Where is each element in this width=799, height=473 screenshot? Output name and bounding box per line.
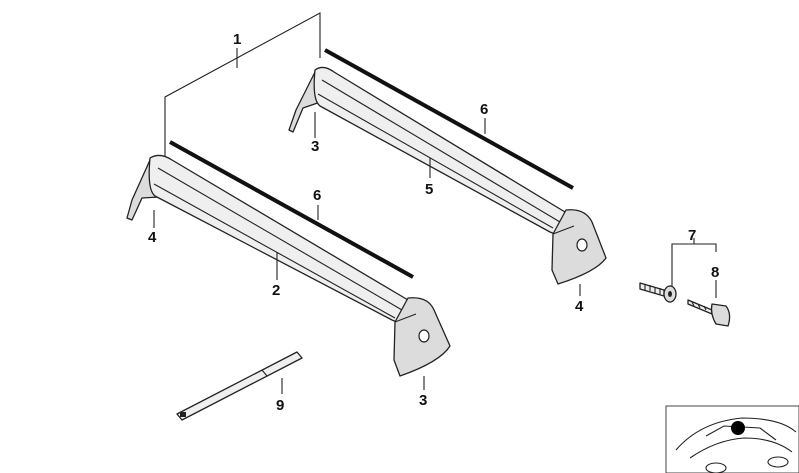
front-bar-body	[148, 154, 417, 325]
callout-4-rear: 4	[575, 298, 584, 315]
strap	[176, 351, 303, 421]
callout-9: 9	[276, 397, 284, 414]
front-roof-bar	[126, 140, 451, 377]
rear-roof-bar	[288, 48, 607, 285]
assembly-bracket	[164, 12, 321, 160]
callout-7: 7	[688, 227, 696, 244]
lock-key	[687, 299, 731, 327]
callout-3-front: 3	[419, 392, 427, 409]
callout-6-front: 6	[313, 187, 321, 204]
location-marker-icon	[731, 421, 745, 435]
callout-3-rear: 3	[311, 138, 319, 155]
lock-set	[639, 238, 731, 327]
rear-rubber-strip	[324, 48, 574, 190]
front-lock-hole	[418, 329, 430, 343]
lock-bolt	[639, 282, 677, 303]
callout-1: 1	[233, 31, 241, 48]
front-rubber-strip	[169, 140, 414, 279]
rear-lock-hole	[576, 238, 588, 252]
strap-band	[176, 351, 303, 421]
car-location-thumbnail	[665, 405, 799, 473]
callout-5: 5	[425, 181, 433, 198]
callout-6-rear: 6	[480, 101, 488, 118]
callout-4-front: 4	[148, 229, 157, 246]
callout-8: 8	[711, 264, 719, 281]
callout-labels: 1 6 3 5 6 4 7 8 2 4 3 9	[148, 31, 719, 414]
leader-lines	[153, 112, 581, 390]
rear-bar-body	[313, 66, 575, 237]
callout-2: 2	[272, 282, 280, 299]
